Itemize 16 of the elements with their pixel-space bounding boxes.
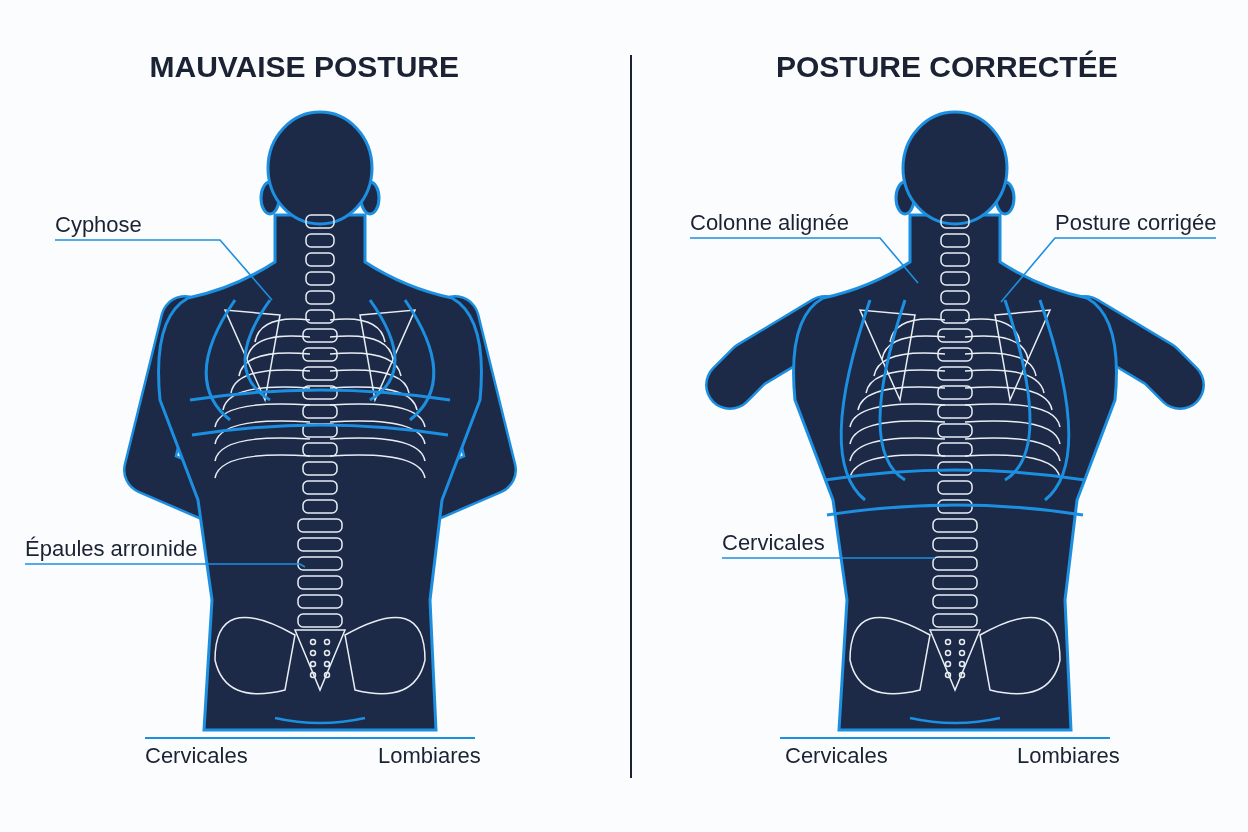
callout-label: Posture corrigée (1055, 208, 1216, 238)
leader-line (721, 557, 936, 559)
region-label: Lombiares (378, 743, 481, 769)
region-label: Lombiares (1017, 743, 1120, 769)
panel-title: MAUVAISE POSTURE (149, 50, 459, 84)
callout-label: Cyphose (55, 210, 220, 240)
callout-label: Cervicales (722, 528, 935, 558)
leader-line (689, 237, 919, 284)
region-label: Cervicales (145, 743, 248, 769)
region-label: Cervicales (785, 743, 888, 769)
leader-line (1000, 237, 1217, 303)
callout-label: Colonne alignée (690, 208, 880, 238)
leader-line (54, 239, 273, 301)
panel-title: POSTURE CORRECTÉE (776, 50, 1118, 84)
leader-line (24, 563, 306, 568)
callout-label: Épaules arroınide (25, 534, 300, 564)
